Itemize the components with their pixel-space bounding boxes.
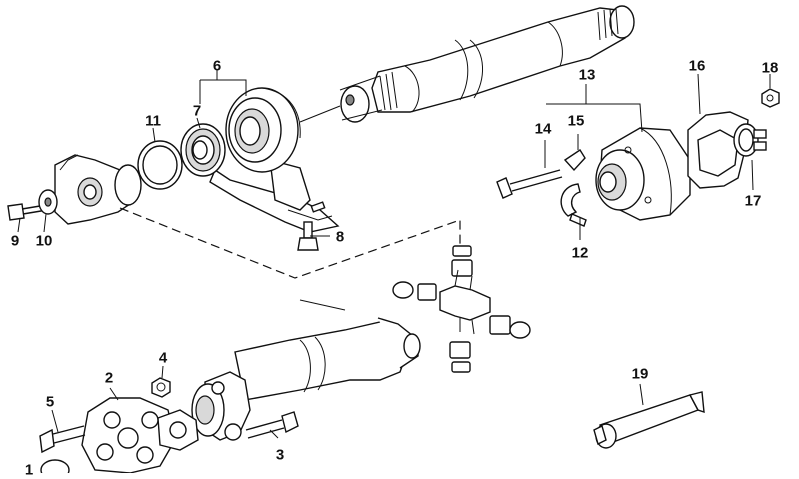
ball-bearing xyxy=(180,123,226,177)
callout-8: 8 xyxy=(335,228,345,246)
callout-16: 16 xyxy=(688,57,706,75)
long-bolt xyxy=(496,169,563,199)
callout-7: 7 xyxy=(192,102,202,120)
lock-nut xyxy=(761,88,780,108)
upper-propeller-shaft xyxy=(339,5,635,123)
callout-4: 4 xyxy=(158,349,168,367)
callout-9: 9 xyxy=(10,232,20,250)
callout-15: 15 xyxy=(567,112,585,130)
coupling-bolt xyxy=(39,425,86,454)
callout-18: 18 xyxy=(761,59,779,77)
lock-tab xyxy=(563,149,586,172)
universal-joint-spider xyxy=(392,245,531,373)
callout-6: 6 xyxy=(212,57,222,75)
bolt-and-washer xyxy=(7,189,58,221)
callout-12: 12 xyxy=(571,244,589,262)
callout-5: 5 xyxy=(45,393,55,411)
callout-10: 10 xyxy=(35,232,53,250)
center-support-bearing xyxy=(209,87,340,233)
callout-1: 1 xyxy=(24,461,34,479)
grease-tube xyxy=(593,391,705,449)
shaft-bolt xyxy=(245,411,299,439)
bracket-bolt xyxy=(297,221,319,251)
flange-yoke xyxy=(54,154,142,225)
flexible-coupling-disc xyxy=(40,397,199,473)
callout-13: 13 xyxy=(578,66,596,84)
clamp-ring xyxy=(733,123,767,157)
hex-nut xyxy=(151,377,171,398)
guibo-flange-assembly xyxy=(595,127,691,221)
retaining-plate xyxy=(687,111,749,189)
leader-lines xyxy=(17,70,771,439)
circlip xyxy=(560,183,587,227)
lower-propeller-shaft xyxy=(191,317,421,441)
callout-17: 17 xyxy=(744,192,762,210)
callout-11: 11 xyxy=(145,112,161,130)
callout-19: 19 xyxy=(631,365,649,383)
callout-3: 3 xyxy=(275,446,285,464)
callout-2: 2 xyxy=(104,369,114,387)
callout-14: 14 xyxy=(534,120,552,138)
circlip-ring xyxy=(137,140,183,190)
